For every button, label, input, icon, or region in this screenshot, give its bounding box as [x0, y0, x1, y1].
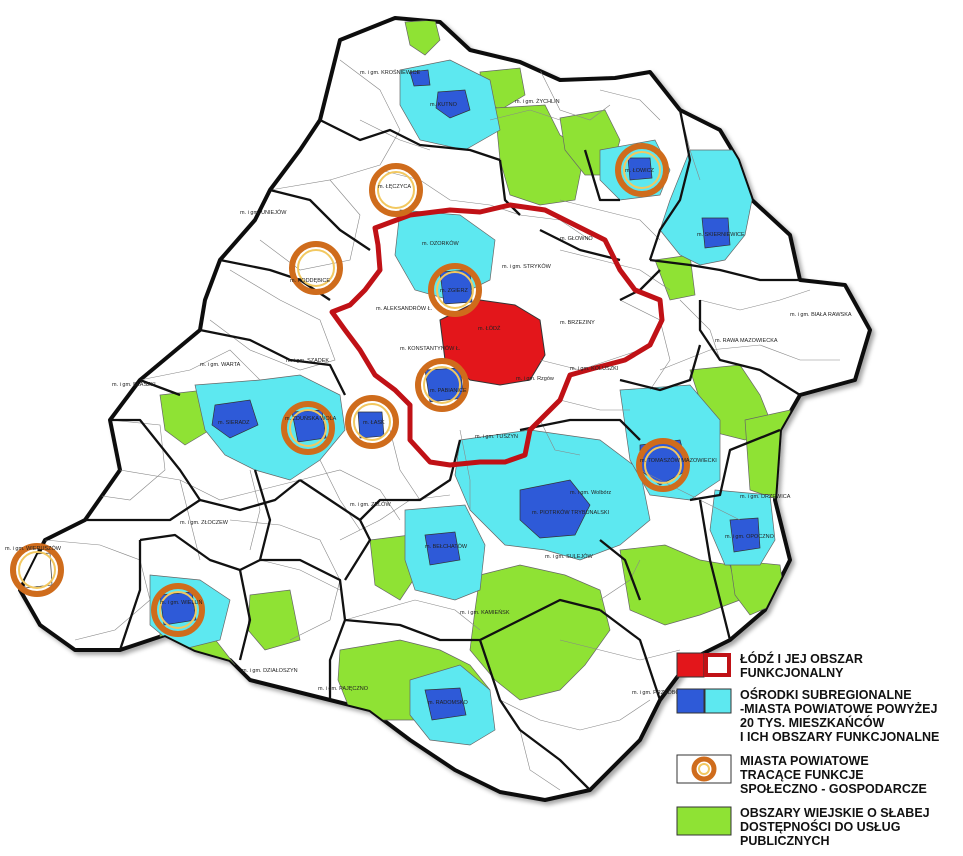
center-wieruszow: [21, 552, 53, 589]
ring-pabianice: [415, 358, 469, 412]
label-kamiensk: m. i gm. KAMIEŃSK: [460, 609, 510, 616]
legend-label-losing-towns: MIASTA POWIATOWE TRACĄCE FUNKCJE SPOŁECZ…: [740, 754, 927, 796]
legend-swatch-rural: [676, 806, 732, 836]
center-piotrkow: [519, 479, 591, 539]
legend-swatch-lodz: [676, 652, 731, 678]
label-lowicz: m. ŁOWICZ: [625, 168, 655, 174]
label-koluszki: m. i gm. KOLUSZKI: [570, 366, 619, 372]
legend-item-subregional: OŚRODKI SUBREGIONALNE -MIASTA POWIATOWE …: [676, 688, 961, 754]
ring-leczyca: [369, 163, 423, 217]
label-tomaszow: m. TOMASZÓW MAZOWIECKI: [640, 457, 717, 464]
label-pajeczno: m. i gm. PAJĘCZNO: [318, 686, 369, 692]
label-piotrkow: m. PIOTRKÓW TRYBUNALSKI: [532, 509, 610, 516]
label-wieruszow: m. i gm. WIERUSZÓW: [5, 545, 62, 552]
label-glowno: m. GŁOWNO: [560, 236, 593, 242]
label-leczyca: m. ŁĘCZYCA: [378, 184, 411, 190]
label-brzeziny: m. BRZEZINY: [560, 320, 595, 326]
label-sulejow: m. i gm. SULEJÓW: [545, 553, 593, 560]
legend-swatch-ring: [676, 754, 732, 784]
map-legend: ŁÓDŹ I JEJ OBSZAR FUNKCJONALNY OŚRODKI S…: [676, 652, 961, 856]
label-ozorkow: m. OZORKÓW: [422, 240, 459, 247]
label-przedborz: m. i gm. PRZEDBÓRZ: [632, 689, 688, 696]
legend-label-lodz: ŁÓDŹ I JEJ OBSZAR FUNKCJONALNY: [740, 652, 863, 680]
map-labels: m. i gm. KROŚNIEWICE m. KUTNO m. i gm. Ż…: [5, 68, 852, 706]
label-lodz: m. ŁÓDŹ: [478, 325, 501, 332]
losing-town-markers: [10, 143, 690, 637]
center-kutno: [435, 89, 471, 119]
ring-lask: [345, 395, 399, 449]
label-warta: m. i gm. WARTA: [200, 362, 241, 368]
label-konstantynow: m. KONSTANTYNÓW Ł.: [400, 345, 461, 352]
label-dzialoszyn: m. i gm. DZIAŁOSZYN: [242, 668, 298, 674]
label-szadek: m. i gm. SZADEK: [286, 358, 329, 364]
rural-area-rusiec: [469, 564, 611, 701]
legend-label-rural: OBSZARY WIEJSKIE O SŁABEJ DOSTĘPNOŚCI DO…: [740, 806, 930, 848]
label-pabianice: m. PABIANICE: [430, 388, 467, 394]
label-wolborz: m. i gm. Wolbórz: [570, 490, 611, 496]
legend-item-lodz-area: ŁÓDŹ I JEJ OBSZAR FUNKCJONALNY: [676, 652, 961, 688]
label-poddebice: m. PODDĘBICE: [290, 278, 330, 284]
label-radomsko: m. RADOMSKO: [428, 700, 468, 706]
label-kutno: m. KUTNO: [430, 102, 458, 108]
legend-swatch-subregional: [676, 688, 732, 714]
label-zloczew: m. i gm. ZŁOCZEW: [180, 520, 229, 526]
center-pabianice: [424, 367, 465, 403]
ring-zgierz: [428, 263, 482, 317]
legend-item-losing-towns: MIASTA POWIATOWE TRACĄCE FUNKCJE SPOŁECZ…: [676, 754, 961, 806]
county-borders: [85, 109, 801, 791]
label-zychlin: m. i gm. ŻYCHLIN: [515, 98, 560, 105]
label-uniejow: m. i gm. UNIEJÓW: [240, 209, 287, 216]
label-opoczno: m. i gm. OPOCZNO: [725, 534, 775, 540]
label-zgierz: m. ZGIERZ: [440, 288, 468, 294]
label-krosniewice: m. i gm. KROŚNIEWICE: [360, 68, 421, 76]
center-opoczno: [729, 517, 761, 553]
label-aleksandrow: m. ALEKSANDRÓW Ł.: [376, 305, 433, 312]
rural-area-poswietne: [744, 409, 801, 501]
ring-wieruszow: [10, 543, 64, 597]
label-blaszki: m. i gm. BŁASZKI: [112, 382, 156, 388]
center-zgierz: [439, 269, 473, 305]
label-zelow: m. i gm. ZELÓW: [350, 501, 391, 508]
ring-wielun: [151, 583, 205, 637]
label-strykow: m. i gm. STRYKÓW: [502, 263, 552, 270]
label-zdunska-wola: m. ZDUŃSKA WOLA: [285, 415, 337, 422]
ring-poddebice: [289, 241, 343, 295]
center-lowicz: [627, 157, 653, 181]
lodz-functional-area-border: [329, 202, 665, 468]
center-sieradz: [211, 399, 259, 439]
ring-tomaszow: [636, 438, 690, 492]
label-lask: m. ŁASK: [363, 420, 385, 426]
legend-item-rural: OBSZARY WIEJSKIE O SŁABEJ DOSTĘPNOŚCI DO…: [676, 806, 961, 856]
center-radomsko: [424, 687, 467, 721]
label-rawa: m. RAWA MAZOWIECKA: [715, 338, 778, 344]
label-rzgow: m. i gm. Rzgów: [516, 376, 554, 382]
center-skierniewice: [701, 217, 731, 249]
ring-zdunska-wola: [281, 401, 335, 455]
ring-lowicz: [615, 143, 669, 197]
label-drzewica: m. i gm. DRZEWICA: [740, 494, 791, 500]
label-tuszyn: m. i gm. TUSZYN: [475, 434, 518, 440]
center-krosniewice: [409, 69, 431, 87]
rural-area-bedkow: [494, 104, 586, 206]
legend-label-subregional: OŚRODKI SUBREGIONALNE -MIASTA POWIATOWE …: [740, 688, 940, 744]
label-biala-rawska: m. i gm. BIAŁA RAWSKA: [790, 312, 852, 318]
label-sieradz: m. SIERADZ: [218, 420, 250, 426]
label-belchatow: m. BEŁCHATÓW: [425, 543, 468, 550]
label-wielun: m. i gm. WIELUŃ: [160, 599, 203, 606]
center-belchatow: [424, 531, 461, 566]
label-skierniewice: m. SKIERNIEWICE: [697, 232, 745, 238]
